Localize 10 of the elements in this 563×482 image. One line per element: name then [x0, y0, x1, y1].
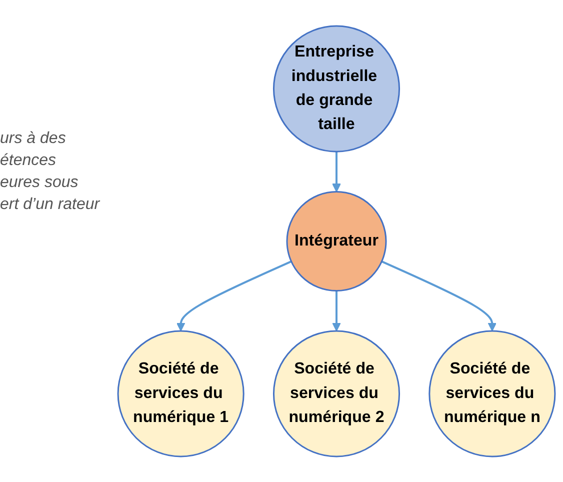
arrow	[332, 151, 341, 192]
node-circle: Société de services du numérique n	[428, 330, 556, 457]
node-circle: Intégrateur	[286, 190, 387, 292]
arrow	[381, 260, 497, 332]
arrow	[176, 260, 292, 332]
node-circle: Société de services du numérique 2	[272, 330, 400, 457]
node-circle: Entreprise industrielle de grande taille	[272, 25, 400, 152]
note-text: urs à des étences eures sous ert d’un rateur	[0, 129, 100, 215]
arrow	[332, 290, 341, 332]
node-circle: Société de services du numérique 1	[117, 330, 244, 457]
